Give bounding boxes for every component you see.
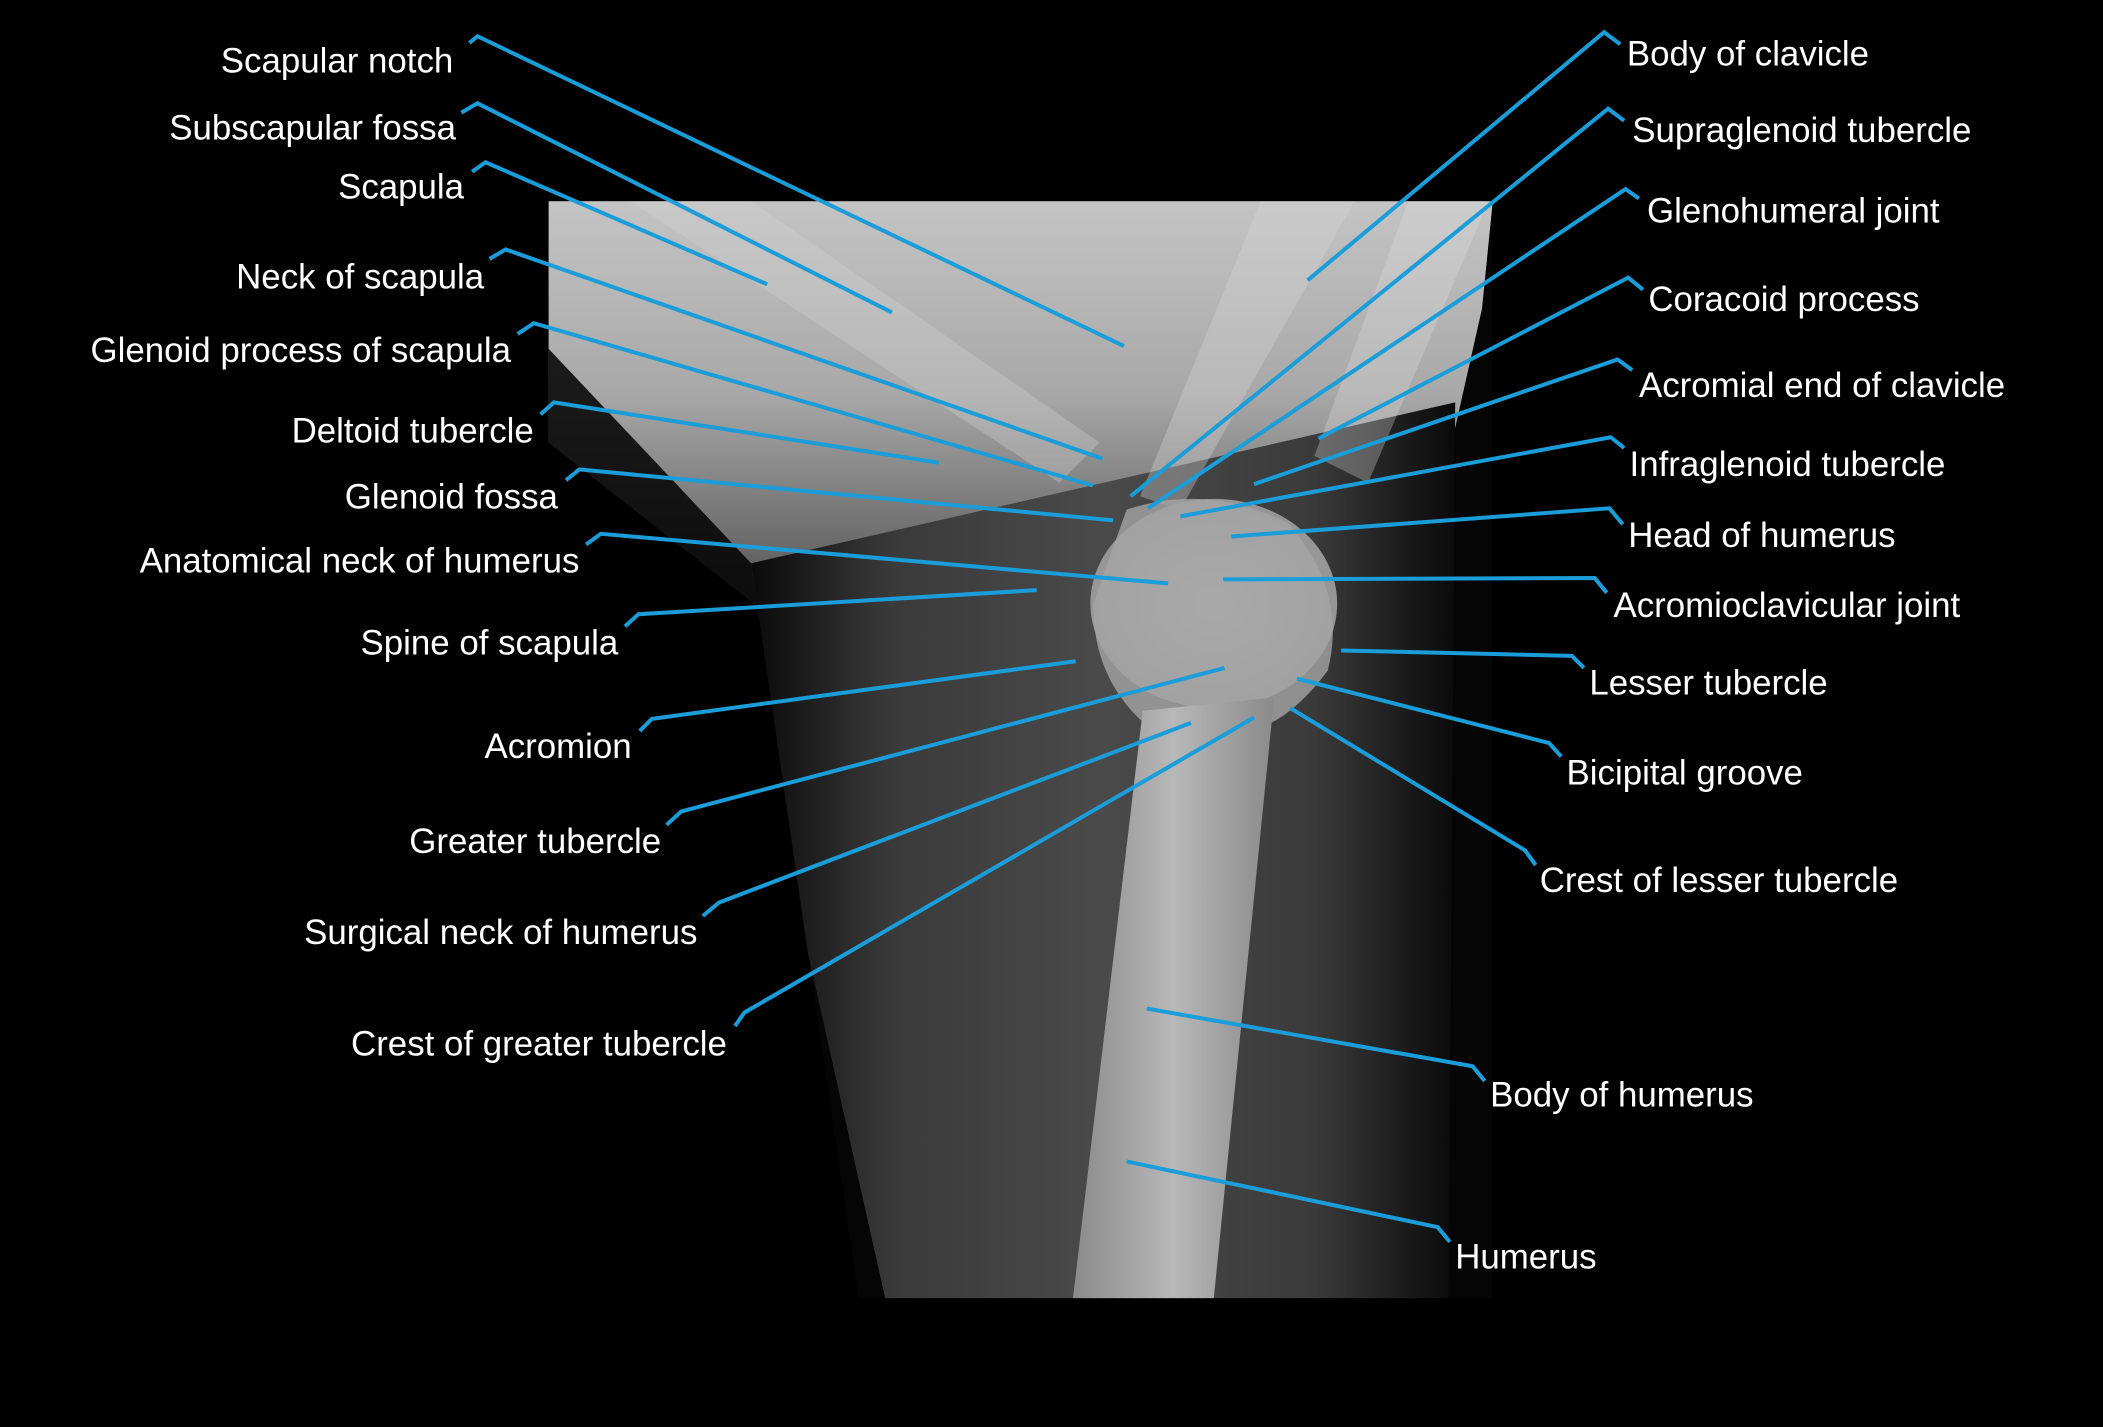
- label-acromial-end-clavicle: Acromial end of clavicle: [1639, 366, 2005, 405]
- labels-left: Scapular notch Subscapular fossa Scapula…: [90, 41, 726, 1063]
- label-scapula: Scapula: [338, 167, 465, 206]
- leader-infraglenoid-tubercle: [1179, 435, 1626, 519]
- leader-lines-left: [460, 33, 1256, 1028]
- label-humerus: Humerus: [1455, 1238, 1596, 1277]
- label-body-of-clavicle: Body of clavicle: [1627, 35, 1869, 74]
- leader-subscapular-fossa: [460, 100, 893, 315]
- label-neck-of-scapula: Neck of scapula: [236, 257, 485, 296]
- leader-scapular-notch: [468, 33, 1125, 348]
- leader-lesser-tubercle: [1341, 648, 1586, 670]
- leader-neck-of-scapula: [488, 247, 1104, 461]
- label-glenohumeral-joint: Glenohumeral joint: [1647, 192, 1940, 231]
- label-body-of-humerus: Body of humerus: [1490, 1075, 1754, 1114]
- leader-acromial-end-clavicle: [1253, 357, 1634, 487]
- label-acromion: Acromion: [484, 727, 631, 766]
- label-acromioclavicular-joint: Acromioclavicular joint: [1613, 586, 1960, 625]
- leader-deltoid-tubercle: [539, 400, 940, 465]
- leader-surgical-neck: [701, 721, 1192, 918]
- label-crest-lesser-tubercle: Crest of lesser tubercle: [1540, 861, 1898, 900]
- leader-spine-of-scapula: [623, 588, 1037, 628]
- leader-humerus: [1126, 1159, 1452, 1244]
- label-scapular-notch: Scapular notch: [221, 41, 454, 80]
- label-surgical-neck: Surgical neck of humerus: [304, 913, 697, 952]
- leader-glenoid-process: [516, 321, 1094, 488]
- label-glenoid-process: Glenoid process of scapula: [90, 331, 511, 370]
- xray-image: [548, 201, 1493, 1299]
- label-spine-of-scapula: Spine of scapula: [361, 623, 619, 662]
- leader-coracoid-process: [1317, 275, 1645, 441]
- label-subscapular-fossa: Subscapular fossa: [169, 108, 456, 147]
- label-greater-tubercle: Greater tubercle: [409, 822, 661, 861]
- leader-acromioclavicular-joint: [1223, 576, 1609, 595]
- labels-right: Body of clavicle Supraglenoid tubercle G…: [1455, 35, 2005, 1277]
- leader-greater-tubercle: [665, 665, 1226, 827]
- leader-lines-right: [1126, 29, 1645, 1244]
- label-bicipital-groove: Bicipital groove: [1567, 754, 1803, 793]
- label-head-of-humerus: Head of humerus: [1628, 516, 1895, 555]
- leader-crest-greater-tubercle: [733, 715, 1256, 1028]
- leader-glenohumeral-joint: [1146, 186, 1641, 510]
- label-supraglenoid-tubercle: Supraglenoid tubercle: [1632, 111, 1971, 150]
- label-anatomical-neck: Anatomical neck of humerus: [140, 542, 580, 581]
- leader-body-of-humerus: [1146, 1006, 1487, 1083]
- leader-scapula: [470, 159, 768, 287]
- label-deltoid-tubercle: Deltoid tubercle: [292, 412, 534, 451]
- leader-acromion: [638, 659, 1076, 733]
- leader-bicipital-groove: [1296, 676, 1563, 758]
- leader-body-of-clavicle: [1306, 29, 1622, 282]
- leader-crest-lesser-tubercle: [1289, 706, 1538, 867]
- leader-head-of-humerus: [1231, 506, 1625, 539]
- leader-glenoid-fossa: [564, 467, 1114, 523]
- label-glenoid-fossa: Glenoid fossa: [345, 477, 559, 516]
- label-infraglenoid-tubercle: Infraglenoid tubercle: [1630, 445, 1946, 484]
- leader-anatomical-neck: [584, 531, 1169, 586]
- label-crest-greater-tubercle: Crest of greater tubercle: [351, 1024, 727, 1063]
- label-coracoid-process: Coracoid process: [1648, 280, 1919, 319]
- leader-supraglenoid-tubercle: [1129, 106, 1626, 498]
- label-lesser-tubercle: Lesser tubercle: [1589, 664, 1827, 703]
